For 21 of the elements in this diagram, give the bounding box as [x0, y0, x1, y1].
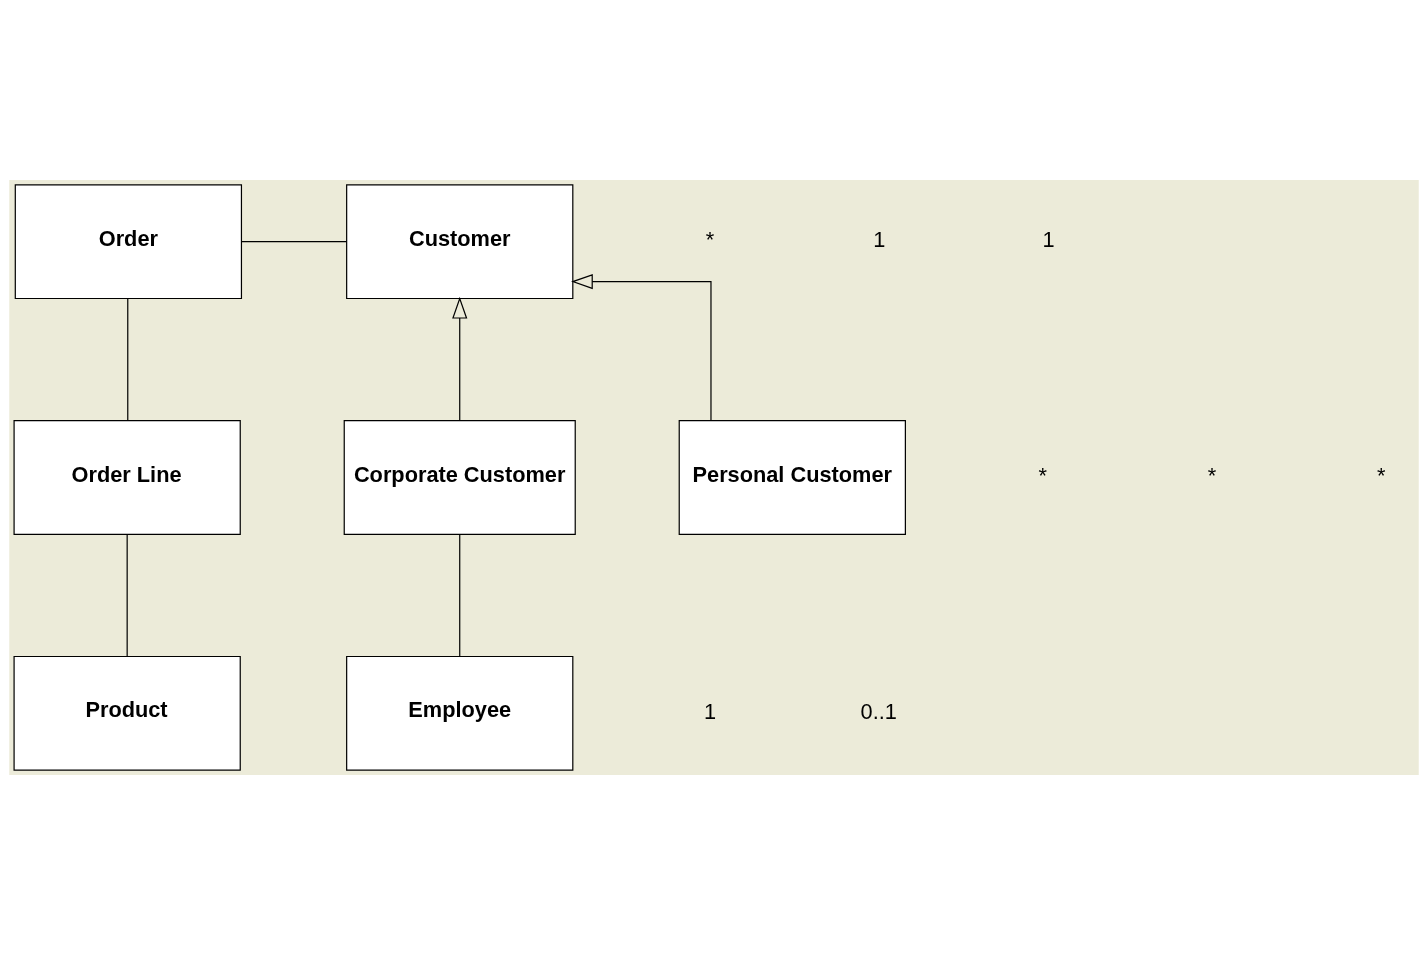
- node-box: Order Line: [13, 419, 241, 535]
- connector: [126, 297, 128, 421]
- node-box: Order: [14, 183, 242, 299]
- label: 1: [872, 226, 885, 252]
- node-box: Product: [13, 655, 241, 771]
- node-box: Personal Customer: [678, 419, 906, 535]
- label: *: [705, 226, 714, 252]
- arrow: [570, 273, 712, 421]
- label: *: [1376, 462, 1385, 488]
- connector: [126, 533, 128, 657]
- connector: [240, 240, 347, 242]
- label: 1: [703, 698, 716, 724]
- label: 0..1: [860, 698, 897, 724]
- label: *: [1037, 462, 1047, 488]
- node-box: Corporate Customer: [343, 419, 576, 535]
- label: 1: [1042, 226, 1055, 252]
- node-box: Customer: [345, 183, 573, 299]
- arrow: [451, 296, 467, 421]
- node-box: Employee: [345, 655, 573, 771]
- connector: [458, 533, 460, 657]
- label: *: [1207, 462, 1216, 488]
